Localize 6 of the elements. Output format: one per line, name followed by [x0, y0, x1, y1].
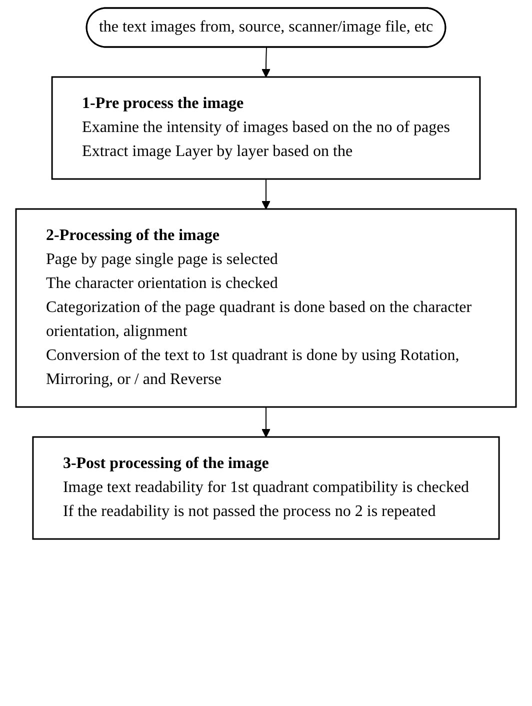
arrow — [262, 178, 270, 210]
node-box: 3-Post processing of the image Image text readability for 1st quadrant compatibility is checked If the readability is not passed the process no 2 is repeated — [32, 436, 500, 540]
node-box: 2-Processing of the image Page by page single page is selected The character orientation is checked Categorization of the page quadrant is done based on the character orientation, alignment Conversion of the text to 1st quadrant is done by using Rotation, Mirroring, or / and Reverse — [15, 208, 517, 408]
arrow — [262, 47, 270, 78]
arrow — [262, 406, 270, 438]
node-box: 1-Pre process the image Examine the intensity of images based on the no of pages Extract image Layer by layer based on the — [51, 76, 481, 180]
